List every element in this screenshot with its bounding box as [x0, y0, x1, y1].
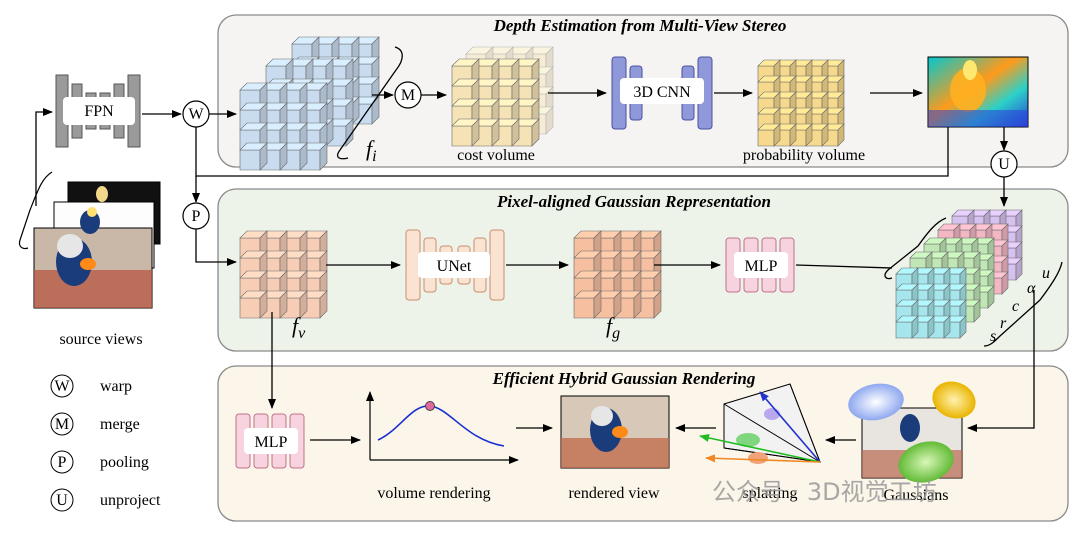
- rendered-view-label: rendered view: [568, 485, 660, 502]
- legend: W warp M merge P pooling U unproject: [50, 374, 161, 512]
- probability-volume-cubes: [757, 59, 845, 147]
- svg-text:M: M: [55, 416, 69, 433]
- mlp-gaussian-module: MLP: [725, 237, 795, 293]
- watermark: 公众号 · 3D视觉工坊: [712, 478, 937, 506]
- gaussian-bracket-right: [983, 261, 1063, 347]
- splatting-frustum: [699, 383, 821, 464]
- attr-u: u: [1042, 265, 1050, 282]
- feature-label-fv: fv: [292, 313, 306, 342]
- gaussian-attr-cyan: [895, 267, 967, 339]
- merge-operator: M: [394, 81, 422, 109]
- rendered-view-image: [560, 395, 670, 469]
- feature-bracket: [336, 46, 403, 160]
- depth-map-image: [927, 56, 1029, 128]
- fpn-label: FPN: [84, 103, 114, 120]
- rendering-panel-title: Efficient Hybrid Gaussian Rendering: [492, 369, 756, 388]
- cost-volume-cubes: [451, 58, 540, 147]
- svg-text:U: U: [998, 156, 1010, 173]
- svg-text:P: P: [58, 454, 67, 471]
- attr-s: s: [990, 328, 996, 345]
- mlp-render-module: MLP: [235, 413, 305, 469]
- source-views-label: source views: [59, 331, 142, 348]
- attr-alpha: α: [1027, 280, 1036, 297]
- volume-rendering-plot: [366, 391, 519, 464]
- unet-label: UNet: [437, 258, 472, 275]
- svg-text:U: U: [56, 492, 68, 509]
- gaussian-bracket-left: [884, 217, 947, 280]
- svg-text:M: M: [401, 87, 415, 104]
- legend-item-warp: W warp: [50, 374, 132, 398]
- fg-feature-cubes: [573, 230, 662, 319]
- svg-text:P: P: [192, 208, 201, 225]
- svg-text:warp: warp: [100, 378, 132, 395]
- gaussian-panel-title: Pixel-aligned Gaussian Representation: [496, 192, 771, 211]
- legend-item-pooling: P pooling: [50, 450, 149, 474]
- attr-c: c: [1012, 298, 1019, 315]
- cnn3d-module: 3D CNN: [611, 56, 713, 130]
- feature-volume-front: [239, 82, 328, 171]
- feature-label-fi: fi: [366, 136, 377, 165]
- legend-item-merge: M merge: [50, 412, 140, 436]
- attr-r: r: [1000, 315, 1007, 332]
- unet-module: UNet: [405, 229, 505, 301]
- probability-volume-label: probability volume: [743, 147, 865, 164]
- mlp-render-label: MLP: [255, 434, 288, 451]
- cnn3d-label: 3D CNN: [633, 84, 691, 101]
- svg-text:unproject: unproject: [100, 492, 161, 509]
- feature-label-fg: fg: [606, 313, 620, 342]
- unproject-operator: U: [990, 150, 1018, 178]
- cost-volume-label: cost volume: [457, 147, 535, 164]
- splatting-label: splatting: [742, 485, 797, 502]
- warp-operator: W: [182, 100, 210, 128]
- connectors: [35, 89, 1035, 444]
- svg-text:merge: merge: [100, 416, 140, 433]
- fv-feature-cubes: [239, 230, 328, 319]
- source-view-images: [33, 181, 161, 309]
- mlp-gaussian-label: MLP: [745, 258, 778, 275]
- source-views-bracket: [18, 171, 53, 250]
- pooling-operator: P: [182, 202, 210, 230]
- svg-text:pooling: pooling: [100, 454, 149, 471]
- legend-item-unproject: U unproject: [50, 488, 161, 512]
- depth-panel-title: Depth Estimation from Multi-View Stereo: [493, 16, 787, 35]
- svg-text:W: W: [54, 378, 70, 395]
- svg-text:W: W: [188, 106, 204, 123]
- gaussians-label: Gaussians: [884, 487, 949, 504]
- fpn-module: FPN: [55, 74, 141, 148]
- volume-rendering-label: volume rendering: [377, 485, 490, 502]
- gaussians-image: [848, 381, 976, 483]
